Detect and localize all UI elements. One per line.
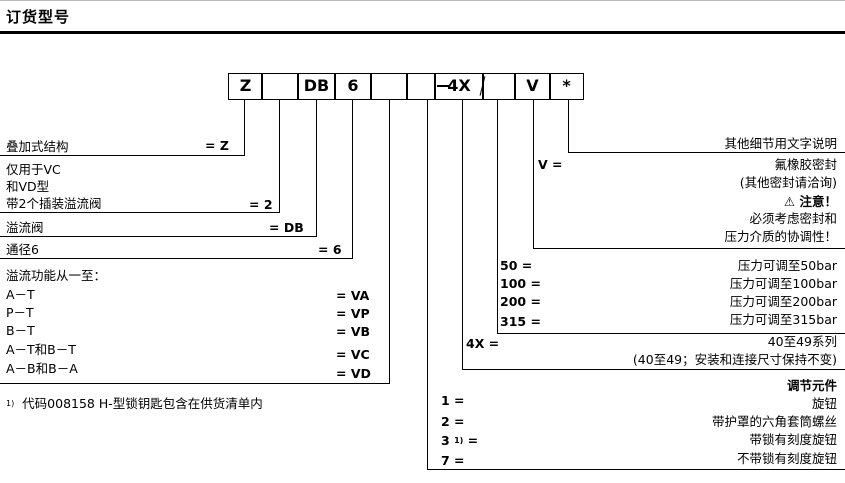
underline-seal xyxy=(533,248,845,250)
adjust-label-7: 不带锁有刻度旋钮 xyxy=(736,451,837,466)
adjust-code-1: 1 = xyxy=(441,393,465,408)
series-code: 4X = xyxy=(466,336,500,351)
series-label: 40至49系列 xyxy=(767,334,837,349)
series-dash xyxy=(437,85,449,87)
stacking-code: = Z xyxy=(205,138,229,153)
code-box-z: Z xyxy=(228,73,263,100)
connector-db xyxy=(316,100,318,236)
footnote-mark: 1) xyxy=(6,399,15,408)
connector-6 xyxy=(352,100,354,258)
pressure-code-50: 50 = xyxy=(500,258,533,273)
code-box-function xyxy=(370,73,408,100)
connector-adjust xyxy=(427,100,429,469)
code-box-db: DB xyxy=(297,73,336,100)
code-box-series: 4X xyxy=(434,73,486,100)
underline-series xyxy=(462,369,845,371)
function-label-vd: A－B和B－A xyxy=(6,361,78,376)
connector-series xyxy=(462,100,464,369)
code-box-6: 6 xyxy=(334,73,372,100)
attention: ⚠ 注意！ xyxy=(784,194,837,209)
adjust-code-7: 7 = xyxy=(441,453,465,468)
cartridge-code: = 2 xyxy=(249,197,273,212)
pressure-code-315: 315 = xyxy=(500,314,541,329)
attention-label: 注意！ xyxy=(799,194,837,209)
series-note: (40至49；安装和连接尺寸保持不变) xyxy=(632,352,837,367)
function-code-vc: = VC xyxy=(336,347,370,362)
code-box-2 xyxy=(261,73,299,100)
adjust-code-3-sup: 1) xyxy=(454,436,464,445)
attention-line1: 必须考虑密封和 xyxy=(749,211,837,226)
warning-triangle-icon: ⚠ xyxy=(783,194,796,209)
code-box-v: V xyxy=(514,73,551,100)
pressure-label-100: 压力可调至100bar xyxy=(729,276,837,291)
function-label-vb: B－T xyxy=(6,323,35,338)
connector-z xyxy=(244,100,246,155)
function-code-vb: = VB xyxy=(336,324,371,339)
adjust-code-2: 2 = xyxy=(441,414,465,429)
seal-label: 氟橡胶密封 xyxy=(774,157,837,172)
connector-function xyxy=(389,100,391,383)
code-box-star: * xyxy=(549,73,584,100)
function-code-vp: = VP xyxy=(336,306,370,321)
only-for-line1: 仅用于VC xyxy=(6,162,61,177)
seal-code: V = xyxy=(538,157,563,172)
underline-pressure xyxy=(497,333,845,335)
pressure-label-50: 压力可调至50bar xyxy=(737,258,837,273)
size-code: = 6 xyxy=(318,242,342,257)
function-code-va: = VA xyxy=(336,288,370,303)
underline-z xyxy=(0,155,245,157)
underline-2 xyxy=(0,212,280,214)
underline-6 xyxy=(0,258,353,260)
connector-details xyxy=(568,100,570,152)
size-label: 通径6 xyxy=(6,242,39,257)
top-rule xyxy=(0,0,845,1)
footnote: 1) 代码008158 H-型锁钥匙包含在供货清单内 xyxy=(6,396,263,411)
pressure-label-200: 压力可调至200bar xyxy=(729,294,837,309)
footnote-text: 代码008158 H-型锁钥匙包含在供货清单内 xyxy=(22,396,263,411)
function-code-vd: = VD xyxy=(336,366,371,381)
pressure-code-100: 100 = xyxy=(500,276,541,291)
page-title: 订货型号 xyxy=(6,8,71,26)
function-label-va: A－T xyxy=(6,287,35,302)
relief-valve-label: 溢流阀 xyxy=(6,220,44,235)
code-box-pressure xyxy=(406,73,436,100)
adjust-code-3-eq: = xyxy=(467,433,479,448)
title-underline xyxy=(0,31,845,34)
connector-2 xyxy=(279,100,281,212)
underline-db xyxy=(0,236,317,238)
connector-seal xyxy=(533,100,535,248)
relief-valve-code: = DB xyxy=(269,220,304,235)
code-box-series-label: 4X xyxy=(447,76,471,95)
only-for-line2: 和VD型 xyxy=(6,179,50,194)
pressure-code-200: 200 = xyxy=(500,294,541,309)
stacking-label: 叠加式结构 xyxy=(6,139,69,154)
adjust-label-2: 带护罩的六角套筒螺丝 xyxy=(711,414,837,429)
function-label-vc: A－T和B－T xyxy=(6,342,76,357)
underline-function xyxy=(0,383,390,385)
cartridge-label: 带2个插装溢流阀 xyxy=(6,196,102,211)
adjust-heading: 调节元件 xyxy=(786,378,837,393)
function-label-vp: P－T xyxy=(6,305,34,320)
attention-line2: 压力介质的协调性！ xyxy=(724,229,837,244)
connector-pressure xyxy=(497,100,499,333)
adjust-label-3: 带锁有刻度旋钮 xyxy=(749,432,837,447)
other-details-label: 其他细节用文字说明 xyxy=(724,136,837,151)
code-box-adjust xyxy=(482,73,516,100)
underline-details xyxy=(568,152,845,154)
seal-note: (其他密封请洽询) xyxy=(739,175,837,190)
function-heading: 溢流功能从一至： xyxy=(6,268,107,283)
adjust-code-3-num: 3 xyxy=(441,433,450,448)
underline-adjust xyxy=(427,469,845,471)
adjust-code-3: 3 1) = xyxy=(441,433,478,448)
adjust-label-1: 旋钮 xyxy=(811,396,837,411)
pressure-label-315: 压力可调至315bar xyxy=(729,312,837,327)
